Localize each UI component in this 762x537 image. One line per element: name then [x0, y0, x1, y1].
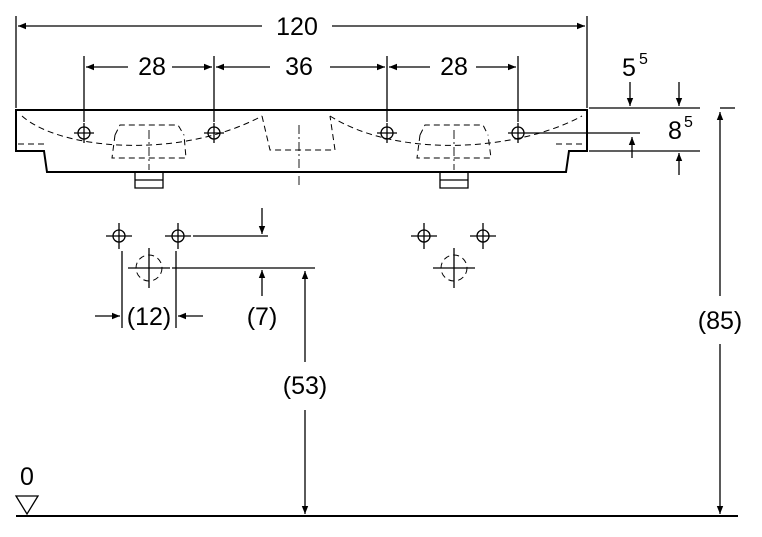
dimension-tap-spacing: 28 36 28 — [83, 53, 519, 122]
tap-hole-icon — [377, 123, 397, 143]
dimension-label-trap-height: (53) — [283, 372, 327, 400]
dimension-label-overall-width: 120 — [276, 13, 318, 41]
dimension-label-trap-offset: (7) — [247, 303, 278, 331]
dimension-label-tap-left: 28 — [138, 53, 166, 81]
drain-connection-icon — [128, 248, 170, 288]
dimension-rim-height: (85) — [698, 107, 742, 514]
drain-outlet-left — [134, 172, 164, 189]
dimension-label-rim-thickness: 5 — [622, 54, 636, 82]
tap-hole-icon — [204, 123, 224, 143]
dimension-label-tap-right: 28 — [440, 53, 468, 81]
connection-cross-icon — [411, 223, 437, 249]
dimension-label-trap-spacing: (12) — [127, 303, 171, 331]
dimension-label-tap-center: 36 — [285, 53, 313, 81]
floor-reference: 0 — [14, 463, 738, 517]
dimension-label-rim-thickness-sup: 5 — [639, 51, 648, 68]
dimension-label-bowl-depth-sup: 5 — [684, 114, 693, 131]
connection-cross-icon — [106, 223, 132, 249]
triangle-level-marker-icon — [14, 495, 40, 516]
drain-centerlines — [148, 125, 455, 185]
drain-connection-icon — [433, 248, 475, 288]
basin-outline — [15, 16, 588, 173]
floor-level-label: 0 — [20, 463, 34, 491]
dimension-rim-thickness: 5 5 — [589, 51, 700, 109]
dimension-bowl-depth: 8 5 — [528, 114, 700, 175]
tap-hole-icon — [508, 123, 528, 143]
dimension-trap-offset: (7) — [172, 208, 315, 331]
connection-cross-icon — [165, 223, 191, 249]
tap-holes — [74, 123, 528, 143]
dimension-trap-height: (53) — [283, 271, 327, 514]
dimension-label-bowl-depth: 8 — [668, 117, 682, 145]
dimension-label-rim-height: (85) — [698, 307, 742, 335]
dimension-overall-width: 120 — [18, 13, 585, 41]
tap-hole-icon — [74, 123, 94, 143]
dimension-trap-spacing: (12) — [95, 251, 203, 331]
drain-outlet-right — [439, 172, 469, 189]
connection-cross-icon — [470, 223, 496, 249]
trap-connection-points — [106, 223, 496, 288]
basin-hidden-contours — [18, 115, 585, 159]
